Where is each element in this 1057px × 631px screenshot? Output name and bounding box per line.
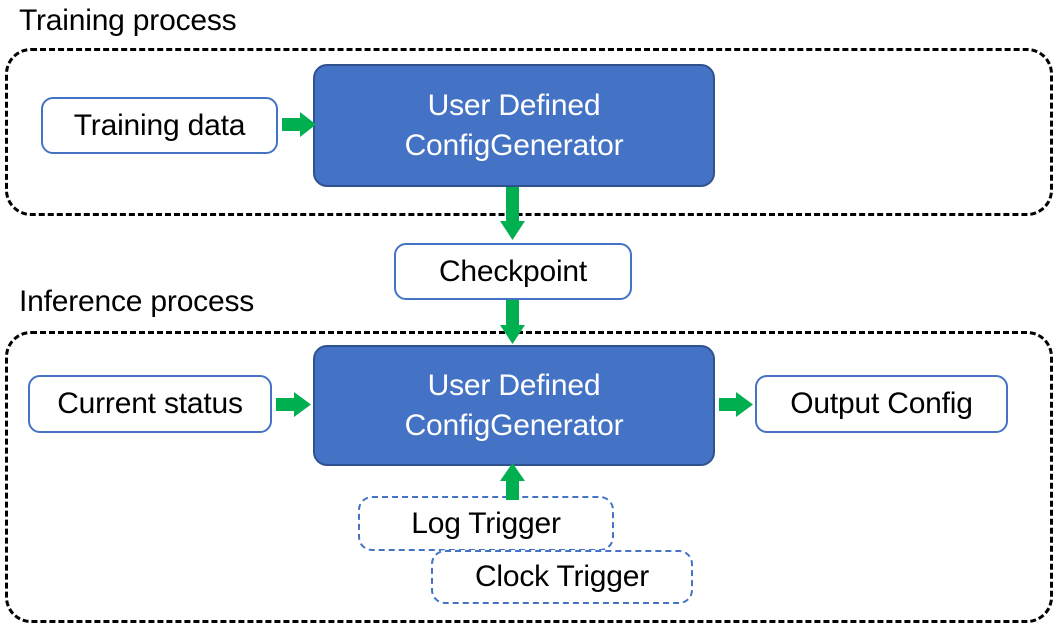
node-line-2: ConfigGenerator xyxy=(404,408,624,442)
training-process-container xyxy=(5,48,1053,216)
node-inference-user-defined-configgenerator[interactable]: User Defined ConfigGenerator xyxy=(313,345,715,466)
node-line-1: User Defined xyxy=(427,88,601,122)
node-training-data[interactable]: Training data xyxy=(41,97,278,154)
training-process-label: Training process xyxy=(19,4,237,37)
inference-process-container xyxy=(5,331,1053,623)
node-log-trigger[interactable]: Log Trigger xyxy=(358,496,614,551)
node-line-1: User Defined xyxy=(427,368,601,402)
node-checkpoint[interactable]: Checkpoint xyxy=(394,243,632,300)
inference-process-label: Inference process xyxy=(19,285,255,318)
node-line-2: ConfigGenerator xyxy=(404,128,624,162)
node-current-status[interactable]: Current status xyxy=(28,375,272,433)
node-training-user-defined-configgenerator[interactable]: User Defined ConfigGenerator xyxy=(313,64,715,187)
node-clock-trigger[interactable]: Clock Trigger xyxy=(431,550,693,604)
node-output-config[interactable]: Output Config xyxy=(755,375,1008,433)
